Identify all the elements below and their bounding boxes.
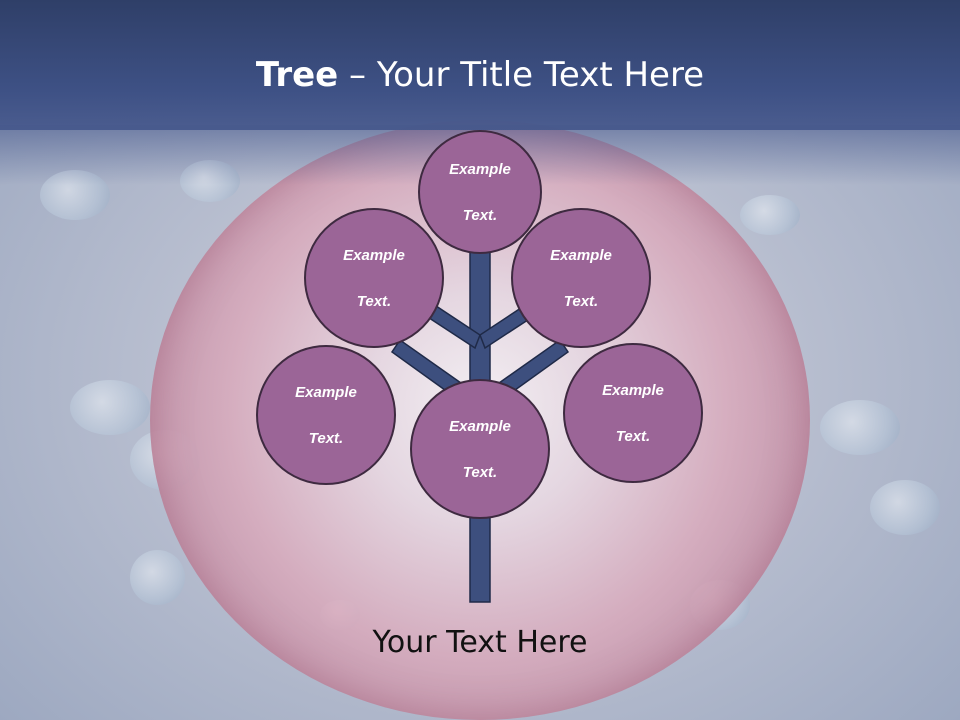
node-text-line2: Text. [308,429,344,447]
title-rest: – Your Title Text Here [338,55,705,95]
node-text-line1: Example [343,246,405,264]
node-text-line2: Text. [462,206,498,224]
sperm-decoration [820,400,900,455]
footer-text[interactable]: Your Text Here [372,625,588,660]
node-text-line2: Text. [356,292,392,310]
sperm-decoration [740,195,800,235]
node-text-line1: Example [449,417,511,435]
sperm-decoration [70,380,150,435]
node-text-line2: Text. [615,427,651,445]
title-bold: Tree [255,55,339,95]
sperm-decoration [870,480,940,535]
node-text-line2: Text. [462,463,498,481]
title-bar [0,0,960,130]
slide-title[interactable]: Tree – Your Title Text Here [0,52,960,98]
node-text-line1: Example [295,383,357,401]
node-text-line2: Text. [563,292,599,310]
sperm-decoration [130,550,185,605]
node-text-line1: Example [602,381,664,399]
node-text-line1: Example [550,246,612,264]
node-text-line1: Example [449,160,511,178]
